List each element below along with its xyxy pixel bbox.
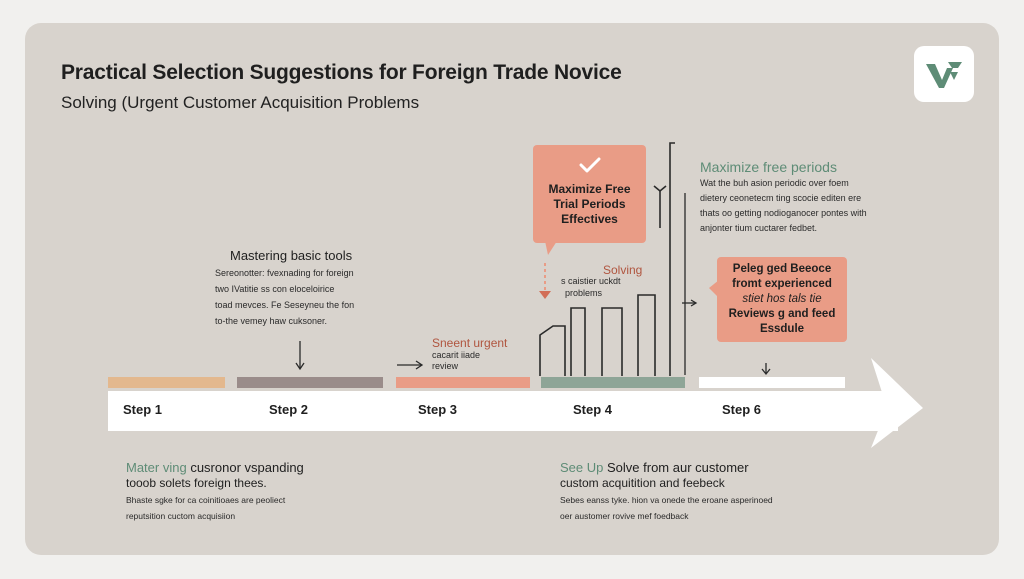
- urgent-review-line: cacarit iiade: [432, 350, 481, 360]
- checkmark-icon: [579, 157, 601, 173]
- growth-bars-icon: [539, 142, 675, 376]
- right-arrow-icon: [682, 299, 698, 307]
- down-arrow-icon: [761, 363, 771, 376]
- free-periods-line: Wat the buh asion periodic over foem: [700, 178, 849, 188]
- urgent-review-title: Sneent urgent: [432, 336, 508, 350]
- solving-title: Solving: [603, 263, 643, 277]
- bottom-left-subtitle: tooob solets foreign thees.: [126, 476, 267, 490]
- timeline-bar: [108, 391, 898, 431]
- solving-line: s caistier uckdt: [561, 276, 621, 286]
- solving-line: problems: [565, 288, 603, 298]
- trial-callout-line: Maximize Free: [548, 182, 631, 196]
- feedback-callout-line: Reviews g and feed: [728, 308, 836, 320]
- step-2-band: [237, 377, 383, 388]
- brand-logo: [914, 46, 974, 102]
- step-label: Step 6: [722, 402, 762, 417]
- free-periods-line: anjonter tium cuctarer fedbet.: [700, 223, 818, 233]
- bottom-left-line: Bhaste sgke for ca coinitioaes are peoli…: [126, 495, 286, 505]
- bottom-right-title: See Up Solve from aur customer: [560, 460, 749, 475]
- bottom-right-title-rest: Solve from aur customer: [607, 460, 749, 475]
- bottom-right-title-green: See Up: [560, 460, 604, 475]
- feedback-callout: Peleg ged Beeoce fromt experienced stiet…: [717, 257, 847, 342]
- bottom-right-line: oer austomer rovive mef foedback: [560, 511, 689, 521]
- down-arrow-icon: [295, 341, 305, 371]
- trial-periods-callout: Maximize Free Trial Periods Effectives: [533, 145, 646, 243]
- feedback-callout-line: Peleg ged Beeoce: [732, 263, 832, 275]
- feedback-callout-line: Essdule: [759, 323, 805, 335]
- step-label: Step 4: [573, 402, 613, 417]
- bottom-left-title: Mater ving cusronor vspanding: [126, 460, 304, 475]
- step-1-band: [108, 377, 225, 388]
- trial-callout-line: Effectives: [561, 212, 618, 226]
- bottom-left-line: reputsition cuctom acquisiion: [126, 511, 236, 521]
- basic-tools-line: Sereonotter: fvexnading for foreign: [215, 268, 354, 278]
- free-periods-line: thats oo getting nodioganocer pontes wit…: [700, 208, 867, 218]
- right-arrow-icon: [397, 360, 424, 370]
- page-subtitle: Solving (Urgent Customer Acquisition Pro…: [61, 93, 420, 112]
- step-label: Step 3: [418, 402, 458, 417]
- feedback-callout-line: fromt experienced: [732, 278, 832, 290]
- free-periods-title: Maximize free periods: [700, 159, 837, 175]
- trial-callout-tail: [545, 241, 557, 255]
- step-label: Step 2: [269, 402, 309, 417]
- basic-tools-line: two IVatitie ss con eloceloirice: [215, 284, 335, 294]
- trial-callout-line: Trial Periods: [553, 197, 626, 211]
- feedback-callout-tail: [709, 280, 719, 298]
- urgent-review-line: review: [432, 361, 459, 371]
- step-4-band: [541, 377, 685, 388]
- basic-tools-title: Mastering basic tools: [230, 248, 353, 263]
- bottom-right-subtitle: custom acquitition and feebeck: [560, 476, 725, 490]
- brand-logo-icon: [926, 62, 962, 88]
- infographic-card: Practical Selection Suggestions for Fore…: [25, 23, 999, 555]
- bottom-left-title-green: Mater ving: [126, 460, 187, 475]
- bottom-right-line: Sebes eanss tyke. hion va onede the eroa…: [560, 495, 773, 505]
- step-6-band: [699, 377, 845, 388]
- free-periods-line: dietery ceonetecm ting scocie editen ere: [700, 193, 862, 203]
- bottom-left-title-rest: cusronor vspanding: [190, 460, 304, 475]
- step-3-band: [396, 377, 530, 388]
- small-chevron-icon: [539, 291, 551, 299]
- page-title: Practical Selection Suggestions for Fore…: [61, 61, 622, 84]
- feedback-callout-line: stiet hos tals tie: [742, 293, 822, 305]
- step-label: Step 1: [123, 402, 163, 417]
- basic-tools-line: toad mevces. Fe Seseyneu the fon: [215, 300, 355, 310]
- basic-tools-line: to-the vemey haw cuksoner.: [215, 316, 328, 326]
